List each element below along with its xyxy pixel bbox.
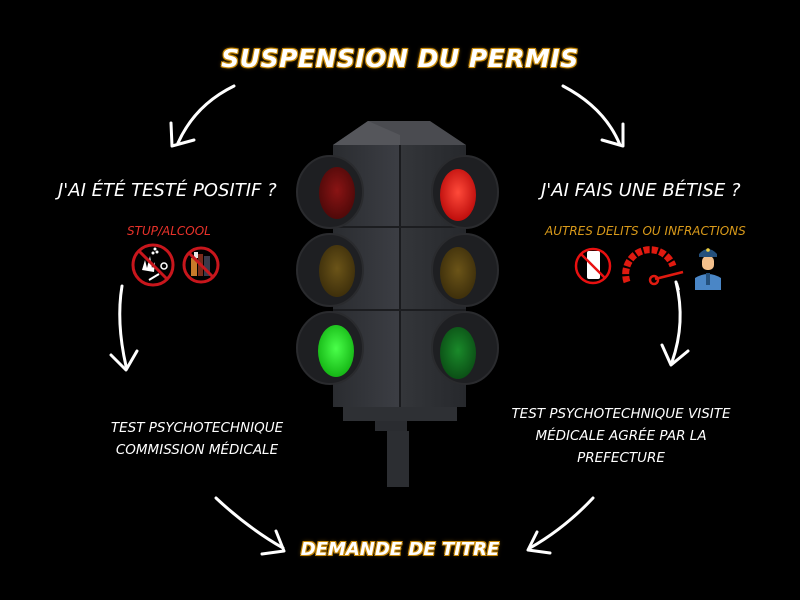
traffic-light-base [343,407,457,421]
traffic-light [296,121,499,487]
right-outcome-line: PREFECTURE [577,450,665,466]
speedometer-icon [622,246,684,291]
footer-title: DEMANDE DE TITRE [300,539,500,560]
right-icons [574,246,721,291]
right-subtitle: AUTRES DELITS OU INFRACTIONS [545,224,746,238]
right-green-lamp [431,311,499,385]
left-icons [131,243,220,287]
left-red-lamp [296,155,364,229]
left-outcome-line: COMMISSION MÉDICALE [115,442,279,458]
no-alcohol-icon [182,246,220,284]
left-outcome: TEST PSYCHOTECHNIQUE COMMISSION MÉDICALE [92,417,302,461]
arrow-top-right-icon [561,84,625,148]
arrow-bottom-right-icon [526,496,595,555]
right-outcome: TEST PSYCHOTECHNIQUE VISITE MÉDICALE AGR… [486,403,756,469]
arrow-left-down-icon [109,284,139,372]
left-outcome-line: TEST PSYCHOTECHNIQUE [110,420,284,436]
left-green-lamp [296,311,364,385]
arrow-top-left-icon [169,84,236,148]
right-question: J'AI FAIS UNE BÉTISE ? [541,180,741,201]
arrow-right-down-icon [660,280,690,367]
police-officer-icon [695,248,721,290]
left-subtitle: STUP/ALCOOL [127,224,211,238]
no-drugs-icon [131,243,175,287]
right-amber-lamp [431,233,499,307]
right-outcome-line: MÉDICALE AGRÉE PAR LA [535,428,707,444]
right-red-lamp [431,155,499,229]
arrow-bottom-left-icon [214,496,286,556]
right-outcome-line: TEST PSYCHOTECHNIQUE VISITE [511,406,731,422]
no-phone-icon [574,247,612,285]
traffic-light-pole [387,431,409,487]
left-amber-lamp [296,233,364,307]
main-title: SUSPENSION DU PERMIS [221,44,579,73]
left-question: J'AI ÉTÉ TESTÉ POSITIF ? [58,180,277,201]
